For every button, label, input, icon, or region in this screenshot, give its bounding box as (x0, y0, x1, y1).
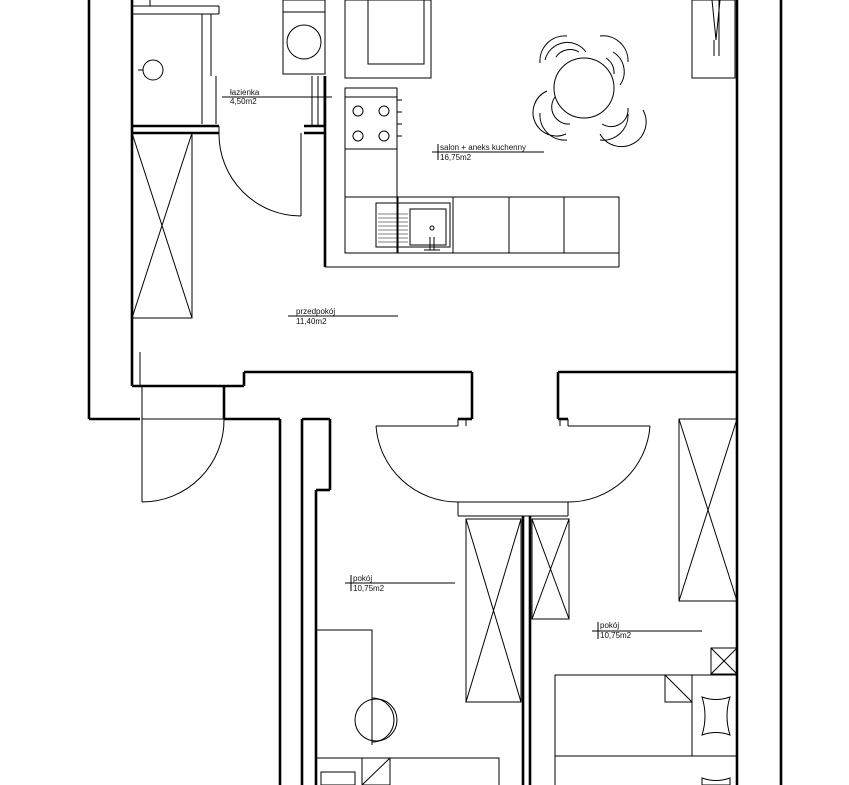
room-name: salon + aneks kuchenny (440, 143, 526, 152)
left-bedroom-fixtures (316, 518, 522, 785)
washing-machine-icon (282, 0, 326, 75)
cooktop-icon (344, 96, 398, 150)
room-area: 11,40m2 (296, 317, 327, 326)
wardrobe-icon (531, 518, 570, 620)
bedroom-doors (375, 419, 651, 517)
bathroom-fixtures (132, 0, 326, 217)
tv-cabinet-icon (691, 0, 736, 79)
dining-table-icon (532, 35, 647, 148)
room-label-bathroom: łazienka 4,50m2 (222, 88, 332, 106)
room-name: pokój (600, 621, 619, 630)
room-area: 16,75m2 (440, 153, 472, 162)
room-area: 10,75m2 (600, 631, 632, 640)
room-name: pokój (353, 574, 372, 583)
room-area: 10,75m2 (353, 584, 385, 593)
walls (87, 0, 783, 785)
pillow-icon (701, 696, 731, 736)
room-label-hall: przedpokój 11,40m2 (288, 307, 398, 326)
wardrobe-icon (465, 518, 522, 703)
room-label-living: salon + aneks kuchenny 16,75m2 (432, 143, 544, 162)
chair-icon (354, 698, 398, 742)
living-room-fixtures (323, 0, 736, 268)
room-label-right-bedroom: pokój 10,75m2 (592, 621, 702, 640)
toilet-icon (142, 59, 164, 81)
entry-door (139, 352, 225, 503)
room-name: przedpokój (296, 307, 335, 316)
room-name: łazienka (230, 88, 260, 97)
room-area: 4,50m2 (230, 97, 257, 106)
sink-icon (375, 202, 451, 251)
room-label-left-bedroom: pokój 10,75m2 (345, 574, 455, 593)
hall-wardrobe (131, 132, 193, 319)
sofa-icon (344, 0, 432, 79)
right-bedroom-fixtures (531, 418, 738, 785)
wardrobe-icon (678, 418, 738, 602)
